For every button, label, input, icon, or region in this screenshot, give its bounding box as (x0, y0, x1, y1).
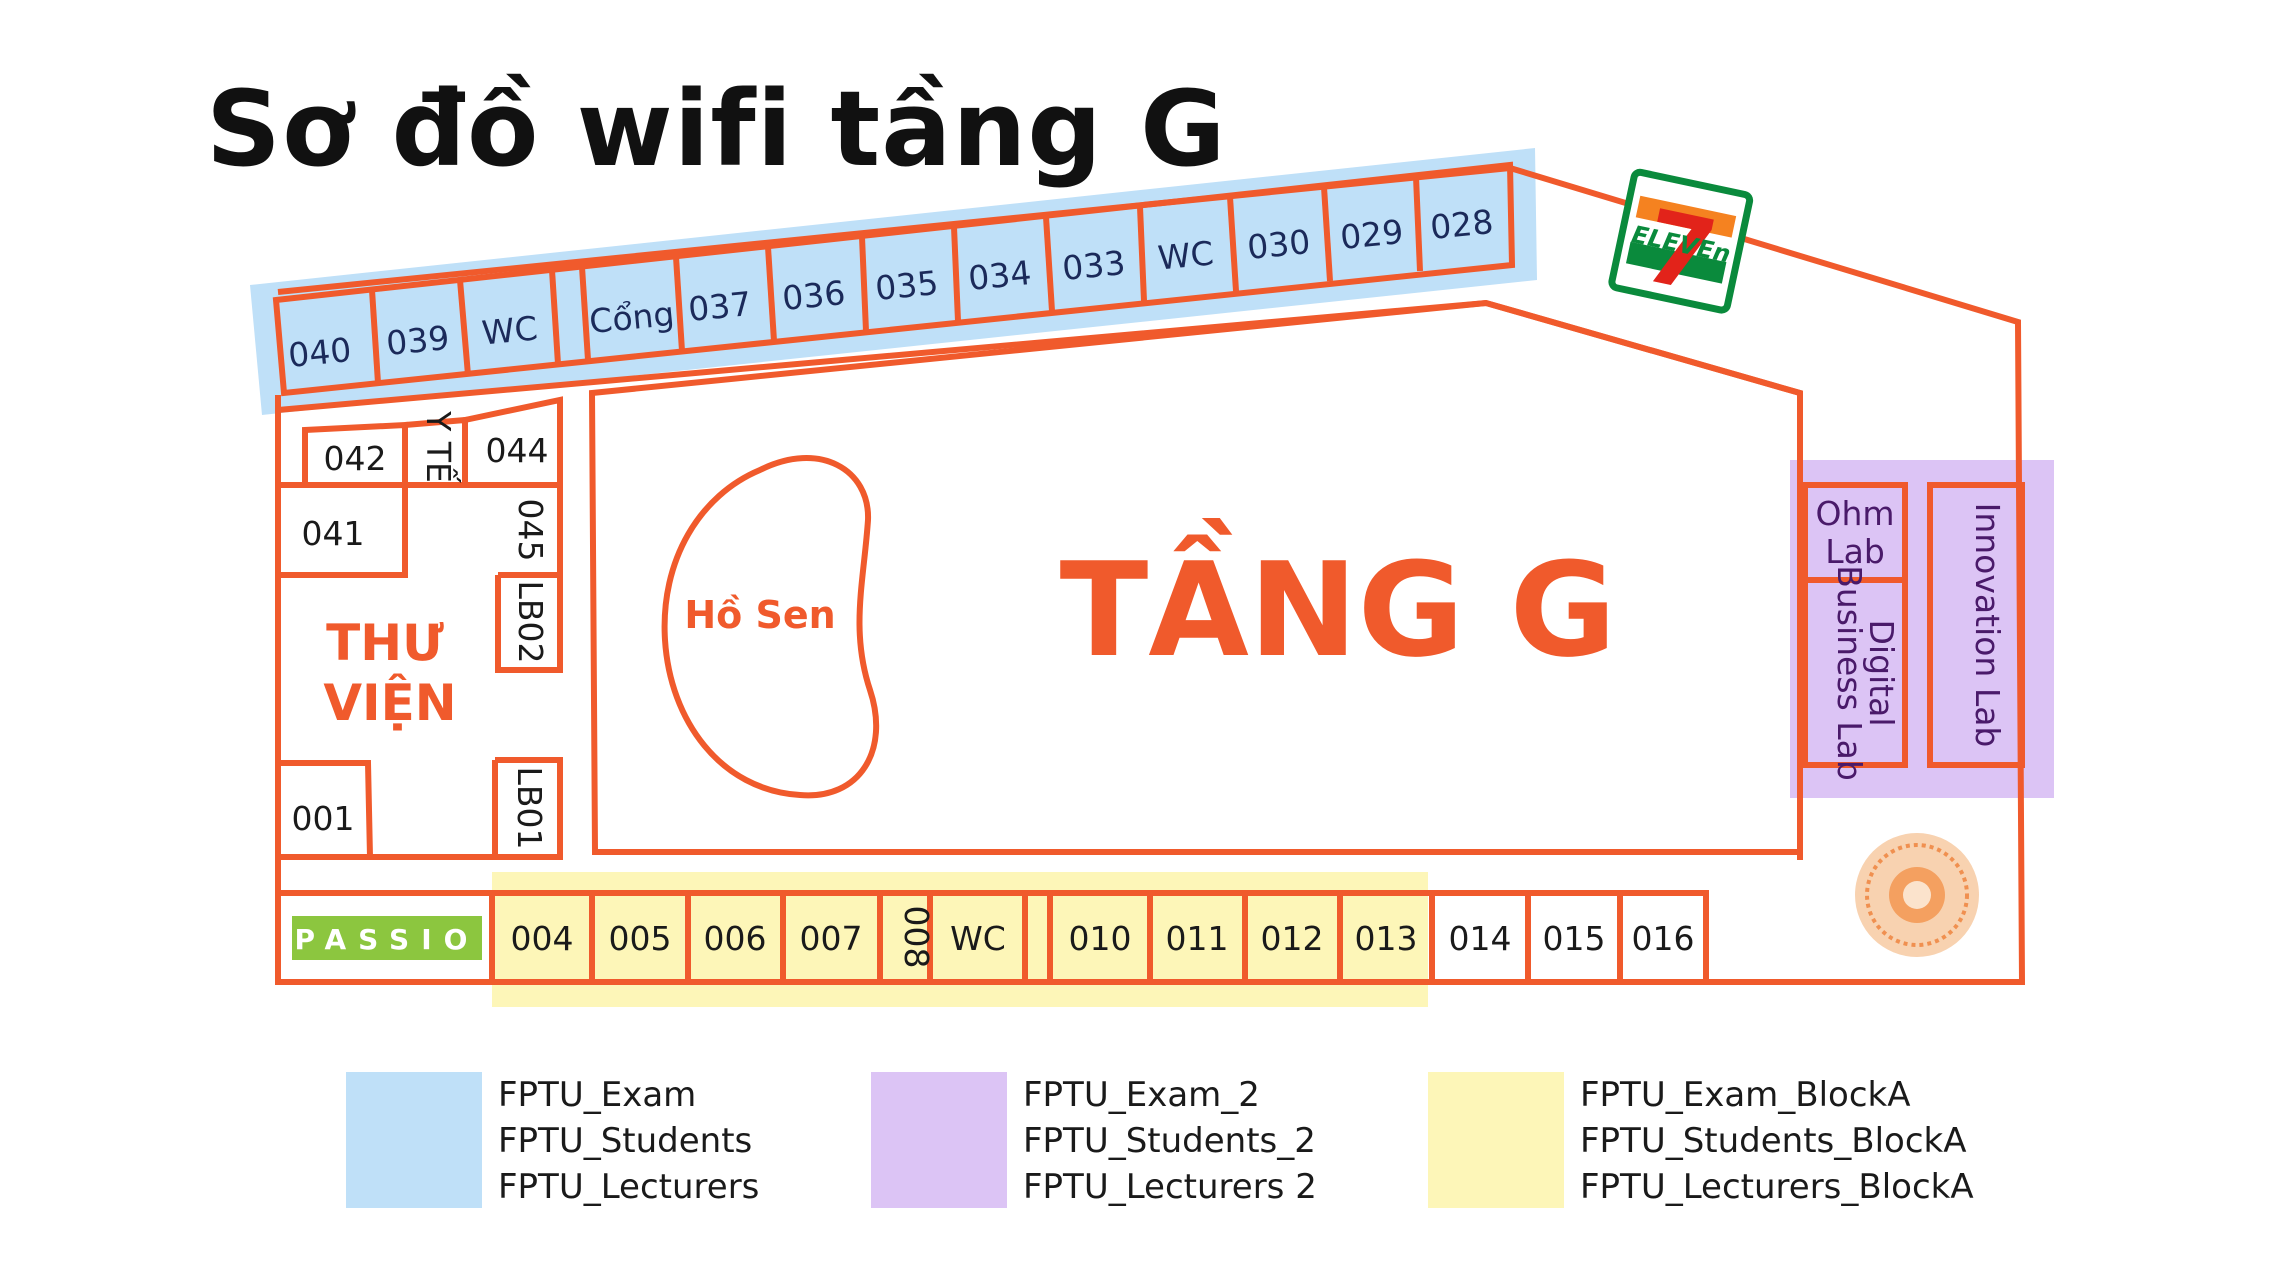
legend-exam2: FPTU_Exam_2 FPTU_Students_2 FPTU_Lecture… (871, 1072, 1317, 1210)
room-028: 028 (1429, 202, 1496, 247)
room-035: 035 (874, 263, 941, 308)
gate-cong: Cổng (588, 294, 677, 341)
legend-swatch-exam (346, 1072, 482, 1208)
ohm-lab-line2: Lab (1825, 532, 1885, 571)
library-label-1: THƯ (326, 614, 444, 672)
legend-network: FPTU_Exam_2 (1023, 1075, 1260, 1115)
room-008: 008 (897, 906, 936, 969)
legend-blocka: FPTU_Exam_BlockA FPTU_Students_BlockA FP… (1428, 1072, 1974, 1210)
lake-label: Hồ Sen (684, 593, 835, 637)
legend-exam: FPTU_Exam FPTU_Students FPTU_Lecturers (346, 1072, 759, 1210)
room-013: 013 (1355, 919, 1418, 958)
passio-logo: PASSIO (292, 916, 482, 960)
legend-network: FPTU_Students_BlockA (1580, 1121, 1967, 1161)
room-wc-bottom: WC (950, 919, 1006, 958)
innovation-lab: Innovation Lab (1968, 503, 2007, 748)
room-004: 004 (511, 919, 574, 958)
legend-network: FPTU_Lecturers 2 (1023, 1167, 1317, 1207)
room-010: 010 (1069, 919, 1132, 958)
room-011: 011 (1166, 919, 1229, 958)
room-034: 034 (967, 253, 1034, 298)
seven-eleven-logo: 7 ELEVEn (1608, 168, 1754, 316)
room-001: 001 (292, 799, 355, 838)
room-045: 045 (511, 499, 550, 562)
courtyard (588, 299, 1803, 855)
zone-exam2-wifi (1790, 460, 2054, 798)
room-036: 036 (781, 273, 848, 318)
digital-lab-line1: Digital (1862, 619, 1901, 726)
passio-text: PASSIO (295, 923, 480, 956)
legend-network: FPTU_Exam (498, 1075, 697, 1115)
legend-network: FPTU_Exam_BlockA (1580, 1075, 1911, 1115)
room-wc-top-2: WC (1156, 233, 1215, 277)
room-005: 005 (609, 919, 672, 958)
room-033: 033 (1061, 243, 1128, 288)
university-seal-icon (1855, 833, 1979, 957)
room-039: 039 (385, 318, 452, 363)
library-label-2: VIỆN (323, 673, 456, 732)
page-title: Sơ đồ wifi tầng G (206, 68, 1227, 190)
room-016: 016 (1632, 919, 1695, 958)
legend-swatch-exam2 (871, 1072, 1007, 1208)
room-042: 042 (324, 439, 387, 478)
room-006: 006 (704, 919, 767, 958)
lake-hosen (661, 455, 880, 799)
room-014: 014 (1449, 919, 1512, 958)
room-wc-top-1: WC (480, 308, 539, 352)
digital-lab-line2: Business Lab (1830, 565, 1869, 781)
room-007: 007 (800, 919, 863, 958)
ohm-lab-line1: Ohm (1815, 494, 1894, 533)
room-lb01: LB01 (510, 766, 549, 849)
outer-wall (275, 165, 2026, 985)
room-015: 015 (1543, 919, 1606, 958)
room-029: 029 (1339, 212, 1406, 257)
top-room-row (272, 161, 1516, 397)
floor-label: TẦNG G (1060, 518, 1617, 686)
zone-exam-wifi (250, 148, 1537, 415)
room-yte: Y TẾ (419, 410, 462, 484)
legend-network: FPTU_Students_2 (1023, 1121, 1316, 1161)
room-030: 030 (1246, 222, 1313, 267)
room-044: 044 (486, 431, 549, 470)
room-012: 012 (1261, 919, 1324, 958)
room-040: 040 (287, 330, 354, 375)
legend-network: FPTU_Students (498, 1121, 753, 1161)
room-041: 041 (302, 514, 365, 553)
legend-swatch-blocka (1428, 1072, 1564, 1208)
legend-network: FPTU_Lecturers_BlockA (1580, 1167, 1974, 1207)
room-lb02: LB02 (511, 580, 550, 663)
legend-network: FPTU_Lecturers (498, 1167, 760, 1207)
room-037: 037 (687, 284, 754, 329)
